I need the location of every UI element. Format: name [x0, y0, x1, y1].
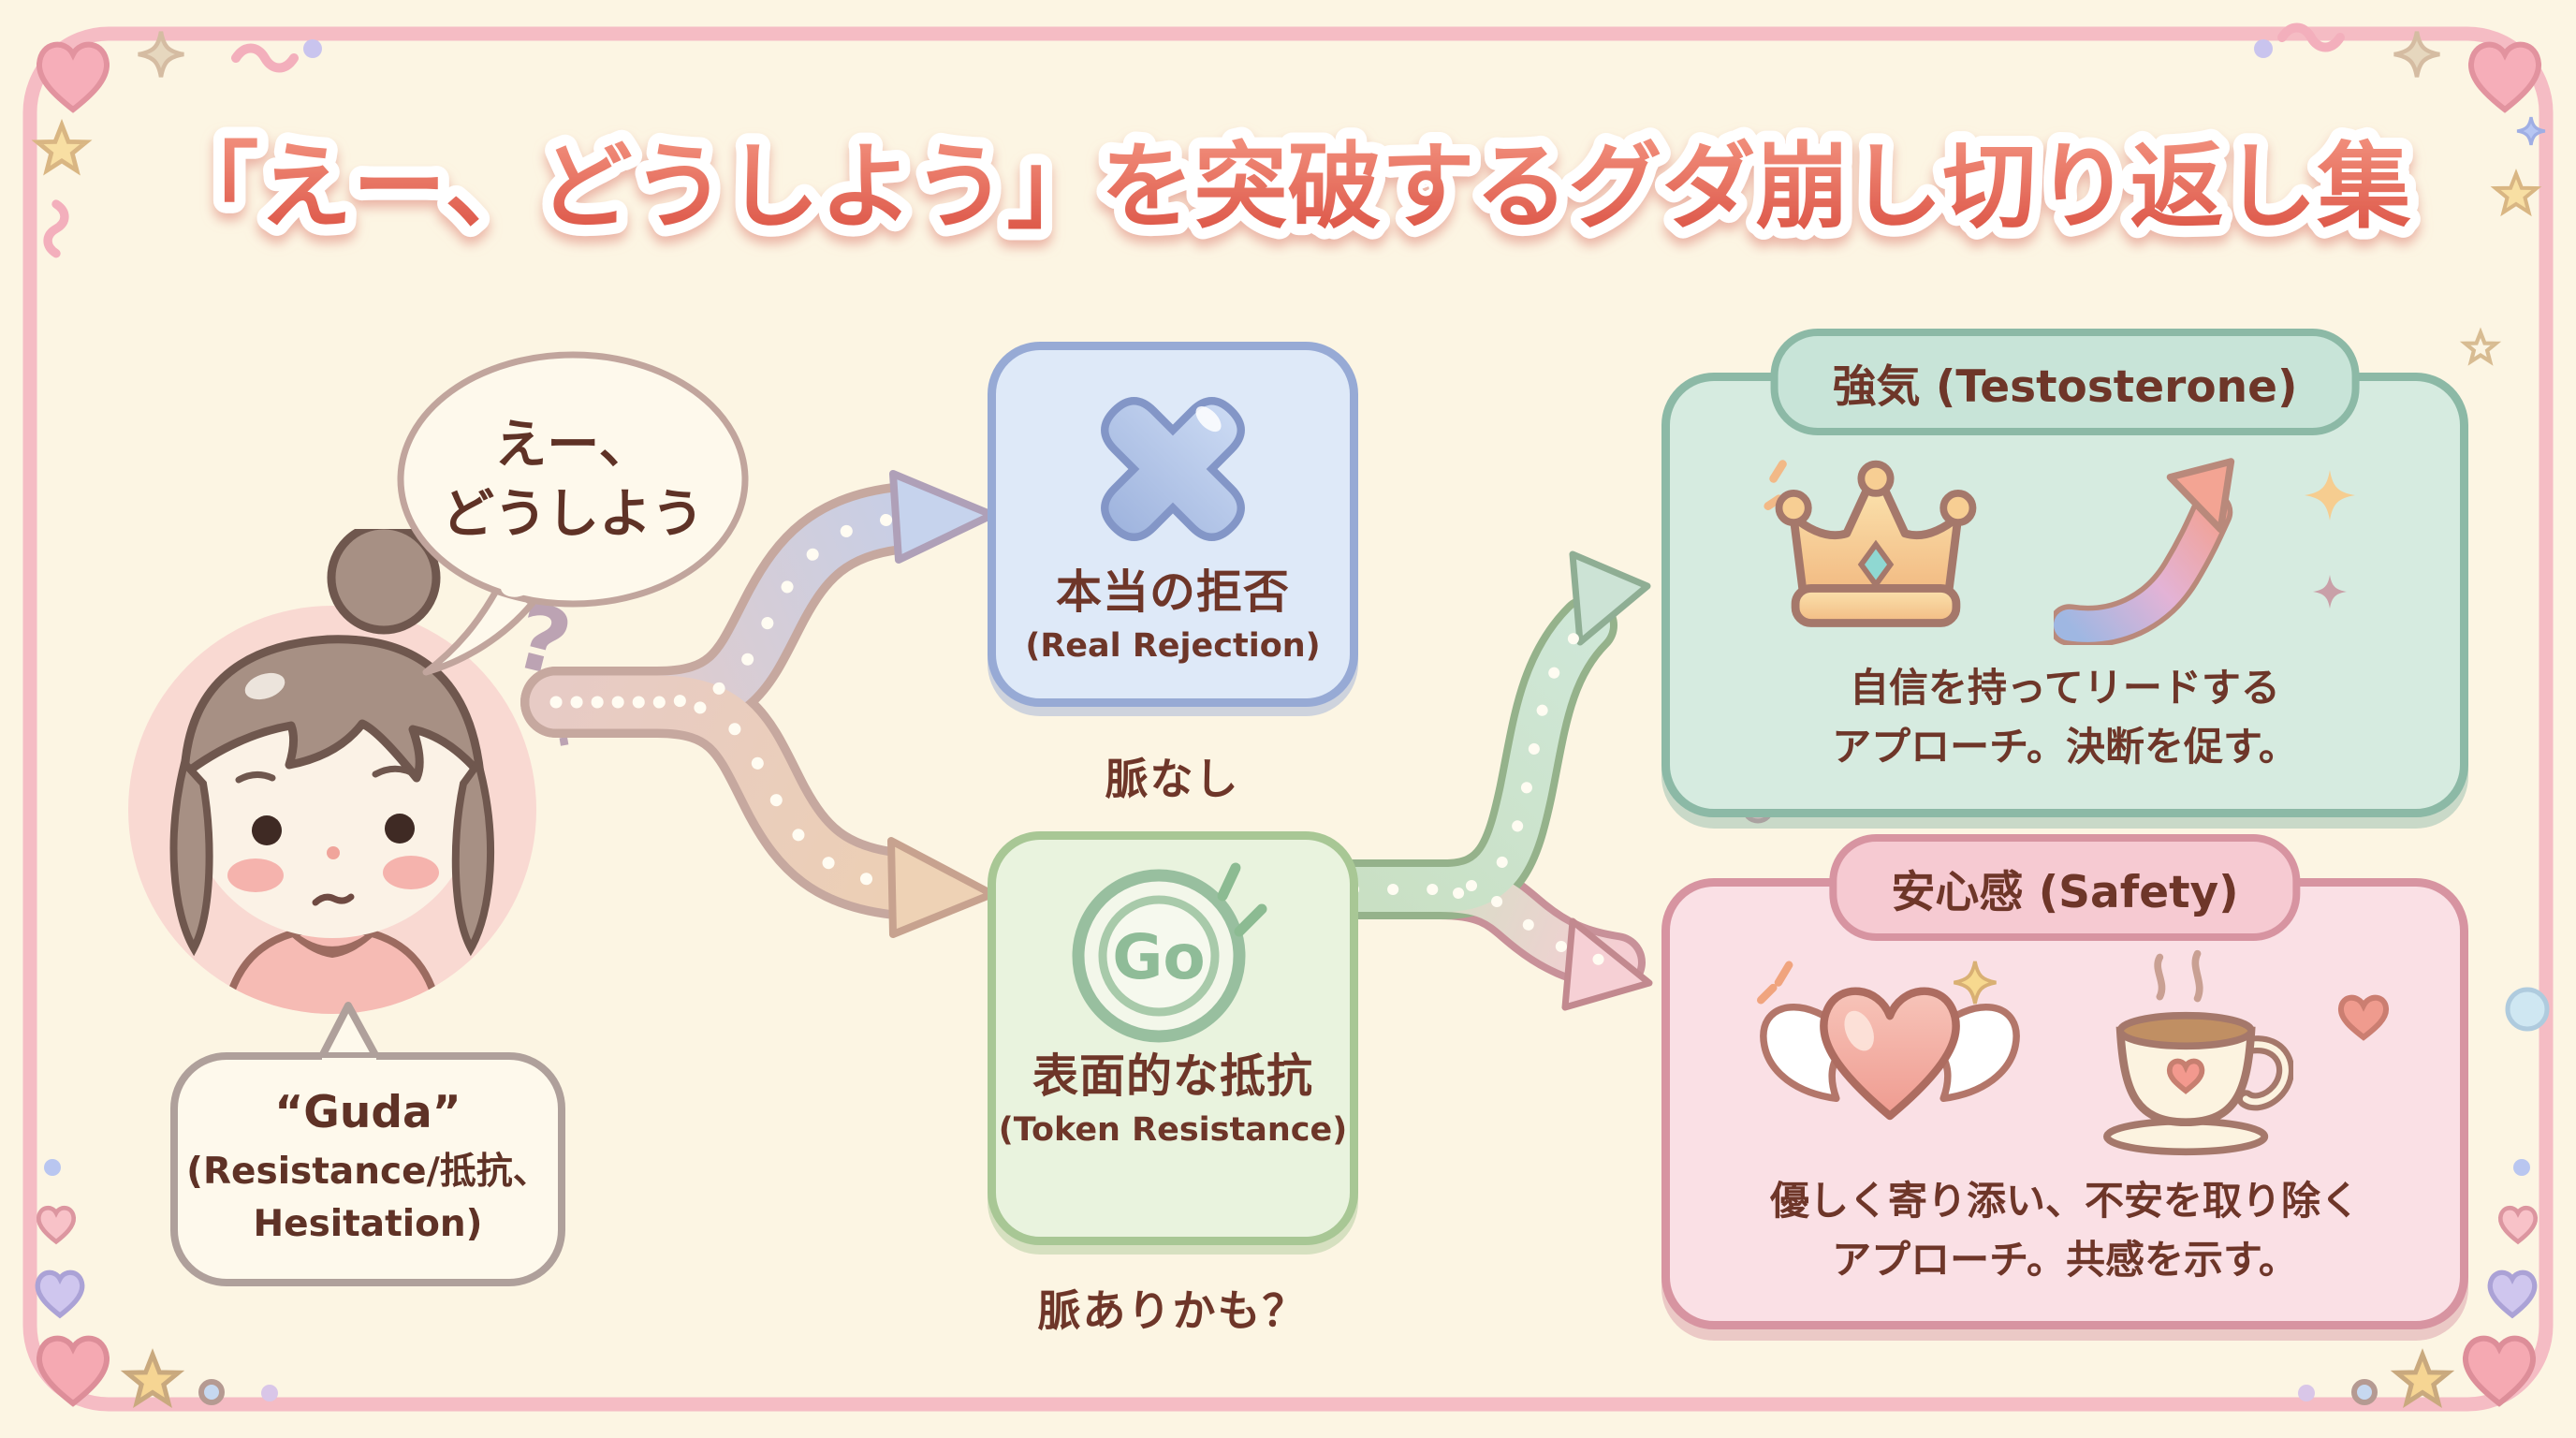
speech-line: どうしよう [442, 484, 704, 545]
token-resistance-caption: 脈ありかも？ [1037, 1285, 1308, 1336]
star-icon [2397, 1355, 2449, 1402]
heart-icon [37, 1272, 82, 1315]
hair-bangs [180, 635, 485, 783]
title-banner: 「えー、どうしよう」を突破するグダ崩し切り返し集 [154, 121, 2422, 253]
dot-icon [2254, 39, 2273, 58]
heart-icon [2490, 1272, 2535, 1315]
safety-line2: アプローチ。共感を示す。 [1832, 1237, 2298, 1283]
blush [383, 856, 439, 889]
heart-icon [38, 1208, 73, 1241]
real-rejection-caption: 脈なし [1105, 754, 1240, 804]
crown-icon [1763, 459, 1976, 627]
page-title: 「えー、どうしよう」を突破するグダ崩し切り返し集 [166, 132, 2411, 242]
arrowhead [1561, 917, 1653, 1011]
box-subtitle: (Token Resistance) [998, 1110, 1348, 1149]
testosterone-header: 強気 (Testosterone) [1770, 329, 2360, 435]
real-rejection-box: 本当の拒否 (Real Rejection) [988, 342, 1358, 707]
guda-line: “Guda” [274, 1087, 461, 1138]
blush [227, 858, 284, 892]
safety-line1: 優しく寄り添い、不安を取り除く [1769, 1178, 2360, 1224]
guda-line: (Resistance/抵抗、 [186, 1151, 549, 1193]
guda-label-bubble: “Guda” (Resistance/抵抗、 Hesitation) [170, 1002, 565, 1286]
box-title: 本当の拒否 [1055, 565, 1290, 619]
dot-icon [44, 1159, 61, 1176]
speech-line: えー、 [494, 415, 651, 476]
dot-icon [2513, 1159, 2530, 1176]
eye [252, 815, 282, 845]
star-icon [127, 1355, 179, 1402]
eye [385, 814, 415, 844]
ring-icon [198, 1379, 225, 1405]
dot-icon [261, 1385, 278, 1401]
hair-strand [169, 755, 213, 957]
arrowhead [889, 470, 996, 564]
testosterone-line1: 自信を持ってリードする [1850, 665, 2280, 711]
sparkle-icon [2304, 470, 2355, 609]
worried-girl-avatar [128, 529, 536, 1014]
token-resistance-box: Go 表面的な抵抗 (Token Resistance) [988, 831, 1358, 1245]
frown-mouth [312, 893, 355, 906]
branch-arrow-left [520, 470, 996, 938]
testosterone-line2: アプローチ。決断を促す。 [1832, 724, 2298, 770]
go-label: Go [1112, 921, 1206, 993]
arrowhead [1569, 550, 1651, 646]
hair-bun [327, 529, 441, 635]
testosterone-box: 強気 (Testosterone) [1661, 329, 2468, 817]
squiggle-icon [236, 49, 294, 68]
heart-icon [39, 1339, 107, 1403]
collar [287, 929, 377, 959]
hair-strand [451, 754, 495, 957]
branch-arrow-right [1346, 550, 1653, 1011]
go-icon: Go [1072, 862, 1267, 1043]
teacup-icon [2102, 949, 2293, 1156]
worried-brow [372, 765, 420, 779]
box-subtitle: (Real Rejection) [1025, 626, 1321, 665]
heart-icon [2466, 1339, 2533, 1403]
ring-icon [2351, 1379, 2378, 1405]
rising-arrow-icon [2053, 458, 2234, 645]
x-mark-icon [1101, 397, 1245, 541]
dot-icon [2298, 1385, 2315, 1401]
speech-bubble: えー、 どうしよう [397, 351, 749, 676]
dot-icon [303, 39, 322, 58]
bubble-icon [2505, 987, 2550, 1032]
heart-icon [2500, 1208, 2535, 1241]
winged-heart-icon [1756, 961, 2020, 1120]
safety-box: 安心感 (Safety) [1661, 834, 2468, 1329]
star-icon [2466, 332, 2496, 361]
box-title: 表面的な抵抗 [1032, 1049, 1313, 1103]
heart-icon [2337, 994, 2389, 1041]
guda-line: Hesitation) [253, 1203, 482, 1245]
arrowhead [887, 837, 996, 938]
safety-header: 安心感 (Safety) [1829, 834, 2301, 941]
